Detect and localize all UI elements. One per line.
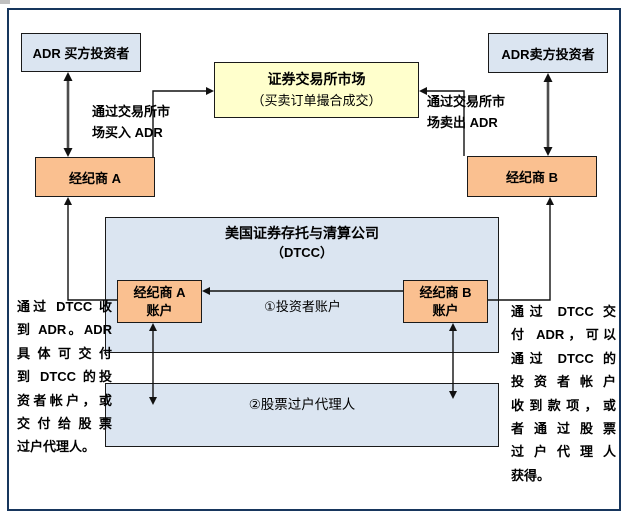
- exchange-subtitle: （买卖订单撮合成交）: [251, 93, 382, 108]
- box-broker-a-account: 经纪商 A 账户: [117, 280, 202, 323]
- box-broker-a: 经纪商 A: [35, 157, 155, 197]
- buy-label-line2: 场买入 ADR: [92, 125, 163, 140]
- note-left-line: 具体可交付: [17, 345, 112, 361]
- account-b-line2: 账户: [432, 302, 459, 318]
- exchange-title: 证券交易所市场: [267, 71, 366, 87]
- label-investor-account: ①投资者账户: [264, 299, 341, 314]
- note-left-line: 过户代理人。: [17, 439, 96, 455]
- dtcc-subtitle: （DTCC）: [270, 245, 334, 260]
- transfer-agent-label: ②股票过户代理人: [248, 397, 356, 412]
- note-right-line: 者通过股票: [511, 420, 616, 436]
- label-sell-via-exchange: 通过交易所市 场卖出 ADR: [427, 91, 527, 133]
- note-left-line: 通过 DTCC 收: [17, 299, 112, 314]
- note-right-line: 通过 DTCC 的: [511, 350, 616, 366]
- box-adr-seller: ADR卖方投资者: [488, 33, 608, 73]
- note-right-line: 收到款项，或: [511, 397, 616, 413]
- note-left-line: 到 DTCC 的投: [17, 369, 112, 385]
- note-right-line: 投资者帐户: [511, 374, 616, 390]
- account-a-line1: 经纪商 A: [133, 284, 186, 300]
- note-left-line: 到 ADR。ADR: [17, 322, 112, 338]
- box-broker-b-account: 经纪商 B 账户: [403, 280, 488, 323]
- buy-label-line1: 通过交易所市: [92, 104, 171, 119]
- note-right-line: 获得。: [511, 467, 551, 483]
- label-buy-via-exchange: 通过交易所市 场买入 ADR: [92, 101, 192, 143]
- broker-a-label: 经纪商 A: [68, 170, 121, 186]
- box-broker-b: 经纪商 B: [467, 156, 597, 197]
- account-a-line2: 账户: [146, 302, 173, 318]
- outer-frame: [7, 8, 621, 511]
- corner-artifact: [0, 0, 10, 4]
- dtcc-title: 美国证券存托与清算公司: [225, 225, 379, 241]
- box-transfer-agent: ②股票过户代理人: [105, 383, 499, 447]
- sell-label-line2: 场卖出 ADR: [427, 115, 498, 130]
- broker-b-label: 经纪商 B: [505, 170, 558, 185]
- note-left-line: 资者帐户，或: [17, 392, 112, 408]
- adr-seller-label: ADR卖方投资者: [501, 46, 595, 62]
- note-right-line: 过户代理人: [511, 444, 616, 460]
- note-right-line: 通过 DTCC 交: [511, 304, 616, 319]
- box-exchange-market: 证券交易所市场 （买卖订单撮合成交）: [214, 62, 419, 118]
- box-adr-buyer: ADR 买方投资者: [21, 33, 141, 72]
- note-left: 通过 DTCC 收 到 ADR。ADR 具体可交付 到 DTCC 的投 资者帐户…: [17, 295, 112, 459]
- note-right: 通过 DTCC 交 付 ADR，可以 通过 DTCC 的 投资者帐户 收到款项，…: [511, 300, 616, 487]
- note-left-line: 交付给股票: [17, 415, 112, 431]
- note-right-line: 付 ADR，可以: [511, 327, 616, 343]
- sell-label-line1: 通过交易所市: [427, 94, 506, 109]
- account-b-line1: 经纪商 B: [419, 284, 472, 300]
- adr-buyer-label: ADR 买方投资者: [32, 46, 130, 61]
